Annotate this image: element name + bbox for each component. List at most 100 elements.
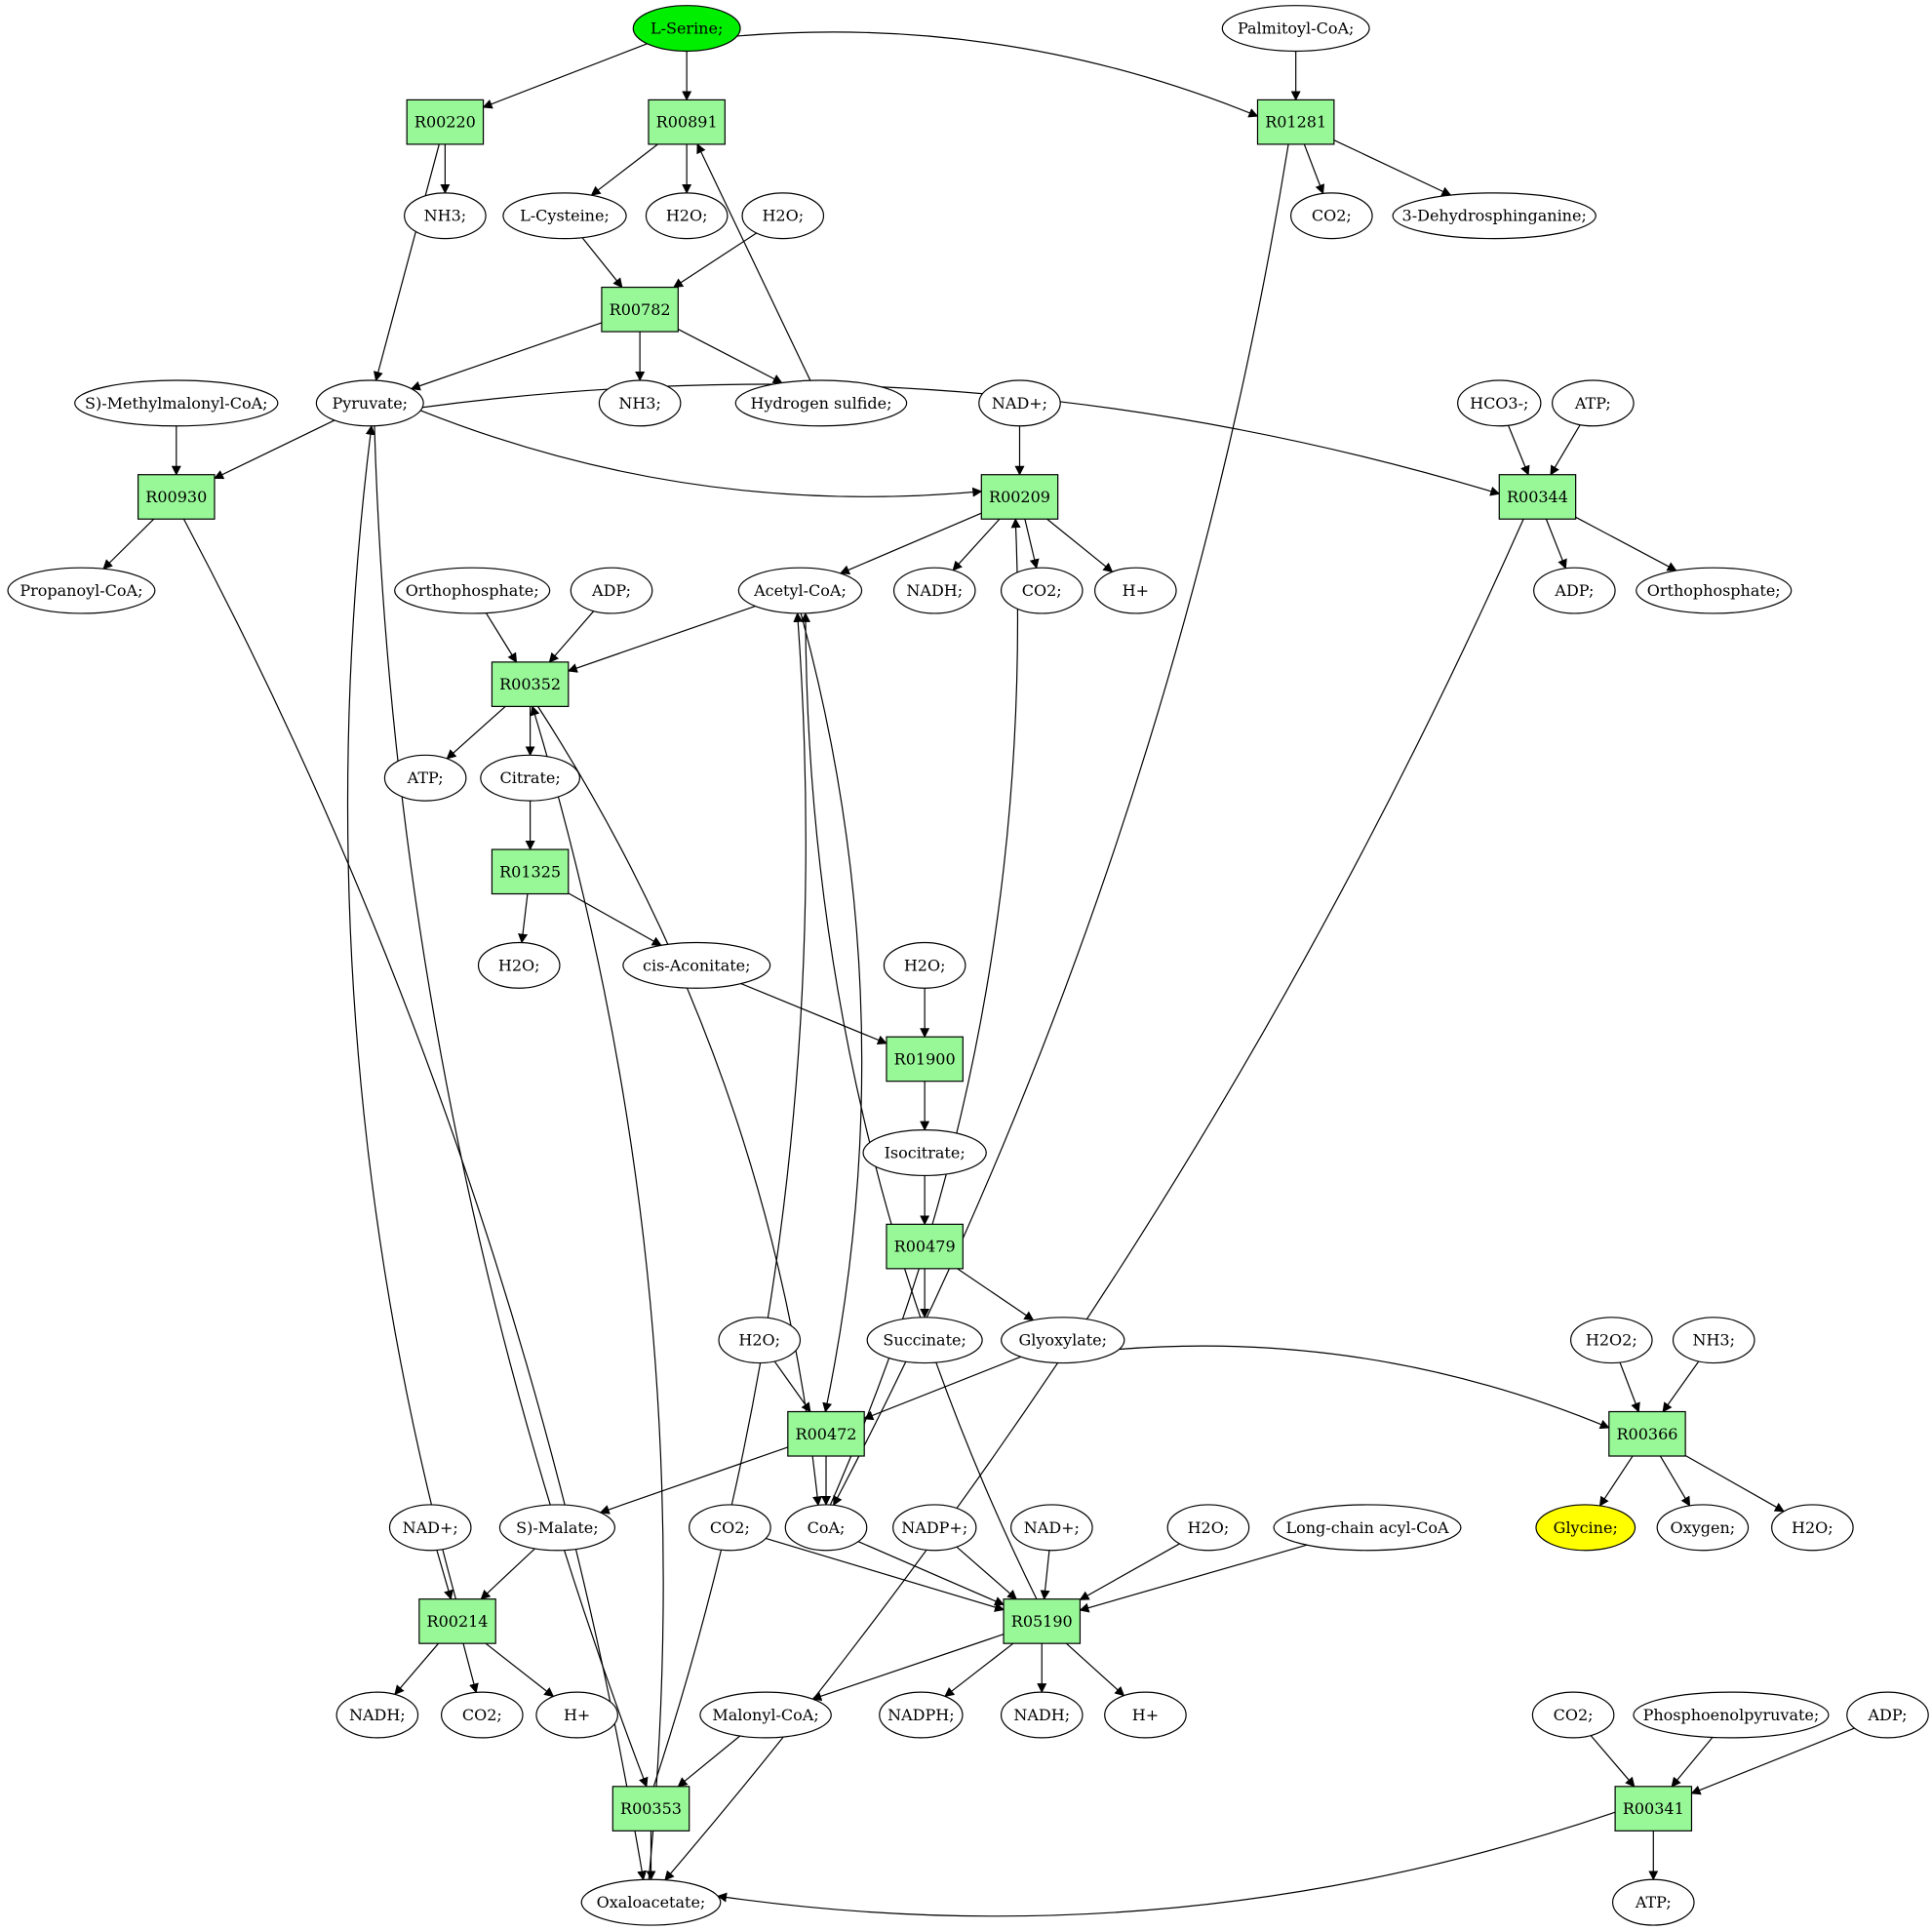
metabolite-node-pep: Phosphoenolpyruvate; xyxy=(1633,1691,1830,1739)
node-label: NAD+; xyxy=(992,394,1047,413)
reaction-node-R00930: R00930 xyxy=(137,474,216,520)
edge-adp_a-to-R00352 xyxy=(548,611,595,663)
metabolite-ellipse xyxy=(883,941,966,989)
metabolite-ellipse xyxy=(1457,379,1542,427)
metabolite-ellipse xyxy=(404,192,487,240)
edge-nh3_c-to-R00366 xyxy=(1662,1360,1700,1413)
metabolite-node-h2o_c: H2O; xyxy=(477,941,561,989)
reaction-box xyxy=(418,1598,496,1644)
edge-longchain-to-R05190 xyxy=(1079,1544,1308,1613)
edge-nad_c-to-R05190 xyxy=(1040,1550,1050,1600)
node-label: R00341 xyxy=(1623,1799,1684,1818)
edge-co2_e-to-R00341 xyxy=(1590,1735,1636,1788)
metabolite-node-orthophos_a: Orthophosphate; xyxy=(394,567,551,614)
node-label: NH3; xyxy=(618,394,661,413)
metabolite-node-h2o_b: H2O; xyxy=(741,192,825,240)
metabolite-node-succinate: Succinate; xyxy=(866,1317,983,1364)
metabolite-ellipse xyxy=(7,567,156,614)
metabolite-ellipse xyxy=(1672,1317,1755,1364)
edge-R00344-to-orthophos_b xyxy=(1575,516,1677,571)
node-label: Glycine; xyxy=(1554,1518,1618,1537)
metabolite-ellipse xyxy=(383,754,467,802)
edge-smalate-to-R00214 xyxy=(480,1548,535,1600)
metabolite-node-nadp_a: NAD+; xyxy=(978,379,1061,427)
edge-R01325-to-cisaconitate xyxy=(568,892,662,946)
metabolite-node-citrate: Citrate; xyxy=(480,754,581,802)
metabolite-node-acetylcoa: Acetyl-CoA; xyxy=(737,567,863,614)
edge-glyoxylate-to-R00366 xyxy=(1119,1345,1610,1430)
metabolite-ellipse xyxy=(1010,1504,1093,1552)
node-label: Long-chain acyl-CoA xyxy=(1285,1518,1448,1537)
metabolite-node-h2o_d: H2O; xyxy=(883,941,966,989)
edge-R00209-to-nadh_a xyxy=(952,518,1001,571)
metabolite-ellipse xyxy=(502,192,627,240)
metabolite-node-nad_c: NAD+; xyxy=(1010,1504,1093,1552)
reaction-node-R00341: R00341 xyxy=(1614,1786,1693,1832)
reaction-node-R01281: R01281 xyxy=(1256,98,1335,145)
edge-R00214-to-hplus_b xyxy=(485,1642,555,1698)
metabolite-node-propanoyl: Propanoyl-CoA; xyxy=(7,567,156,614)
reaction-node-R00891: R00891 xyxy=(648,98,726,145)
metabolite-node-adp_c: ADP; xyxy=(1846,1691,1929,1739)
metabolite-ellipse xyxy=(388,1504,472,1552)
node-label: NH3; xyxy=(424,207,467,225)
edge-serine-to-R01281 xyxy=(736,31,1259,118)
metabolite-node-h2o_g: H2O; xyxy=(1771,1504,1854,1552)
edge-coa-to-R00209 xyxy=(829,518,1021,1506)
metabolite-ellipse xyxy=(1846,1691,1929,1739)
metabolite-node-nad_b: NAD+; xyxy=(388,1504,472,1552)
edge-hco3-to-R00344 xyxy=(1508,424,1530,476)
reaction-box xyxy=(137,474,216,520)
metabolite-ellipse xyxy=(1094,567,1177,614)
metabolite-ellipse xyxy=(784,1504,868,1552)
node-label: NADH; xyxy=(906,581,963,600)
node-label: NADH; xyxy=(1013,1706,1070,1724)
metabolite-node-dehydrosph: 3-Dehydrosphinganine; xyxy=(1392,192,1597,240)
metabolite-ellipse xyxy=(1531,1691,1615,1739)
node-label: H2O; xyxy=(1188,1518,1230,1537)
node-label: Isocitrate; xyxy=(885,1144,966,1162)
node-label: R00366 xyxy=(1616,1425,1677,1443)
metabolite-node-co2_d: CO2; xyxy=(440,1691,524,1739)
node-label: H2O; xyxy=(1792,1518,1833,1537)
node-label: HCO3-; xyxy=(1470,394,1528,413)
metabolite-ellipse xyxy=(74,379,279,427)
metabolite-node-longchain: Long-chain acyl-CoA xyxy=(1273,1504,1462,1552)
edge-R05190-to-nadph xyxy=(944,1642,1014,1698)
edge-R00366-to-glycine xyxy=(1598,1455,1634,1507)
metabolite-ellipse xyxy=(394,567,551,614)
edge-R01281-to-dehydrosph xyxy=(1333,139,1452,196)
metabolite-ellipse xyxy=(1001,1317,1125,1364)
node-label: 3-Dehydrosphinganine; xyxy=(1402,207,1587,225)
node-label: H2O2; xyxy=(1586,1331,1637,1350)
metabolite-node-nadh_c: NADH; xyxy=(1000,1691,1084,1739)
metabolite-node-pyruvate: Pyruvate; xyxy=(315,379,424,427)
metabolite-ellipse xyxy=(632,5,741,53)
node-label: S)-Malate; xyxy=(516,1518,598,1537)
node-label: R01281 xyxy=(1265,113,1326,132)
edge-R00782-to-pyruvate xyxy=(410,322,603,391)
node-label: ATP; xyxy=(1574,394,1611,413)
node-label: Orthophosphate; xyxy=(406,581,539,600)
edge-h2o2-to-R00366 xyxy=(1619,1361,1640,1413)
edge-malonylcoa-to-R00353 xyxy=(677,1735,741,1788)
node-label: CO2; xyxy=(710,1518,750,1537)
reaction-box xyxy=(980,474,1059,520)
reaction-box xyxy=(648,98,726,145)
metabolite-node-hco3: HCO3-; xyxy=(1457,379,1542,427)
reaction-box xyxy=(886,1223,964,1270)
node-label: NAD+; xyxy=(403,1518,458,1537)
reaction-box xyxy=(491,848,570,895)
node-label: Orthophosphate; xyxy=(1647,581,1781,600)
metabolite-node-h2o_f: H2O; xyxy=(1166,1504,1250,1552)
edge-glyoxylate-to-R00472 xyxy=(863,1356,1021,1421)
metabolite-ellipse xyxy=(1636,567,1793,614)
metabolite-node-cisaconitate: cis-Aconitate; xyxy=(622,941,771,989)
reaction-node-R00220: R00220 xyxy=(406,98,485,145)
edge-R00472-to-smalate xyxy=(599,1446,789,1515)
metabolite-node-nh3_c: NH3; xyxy=(1672,1317,1755,1364)
node-label: R00930 xyxy=(145,488,207,506)
metabolite-ellipse xyxy=(978,379,1061,427)
reaction-box xyxy=(491,661,570,707)
